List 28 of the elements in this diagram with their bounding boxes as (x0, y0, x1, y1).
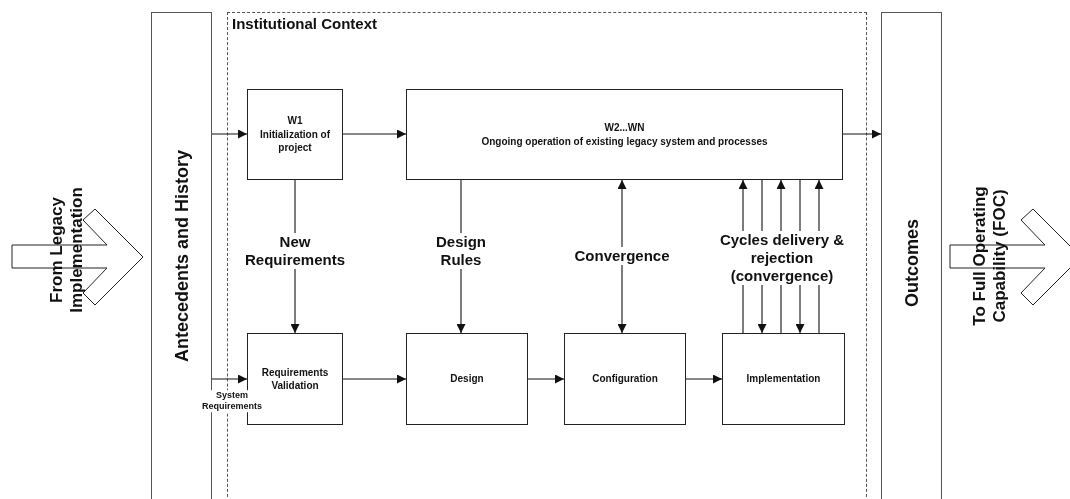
box-text: W1 (287, 114, 303, 128)
arrow (211, 129, 248, 139)
box-text: Implementation (746, 372, 821, 386)
frame-heading: Institutional Context (232, 15, 377, 32)
arrow (617, 179, 627, 334)
box-text: Design (450, 372, 484, 386)
arrow (685, 374, 723, 384)
band-label: Antecedents and History (171, 150, 193, 362)
arrow (342, 129, 407, 139)
arrow (342, 374, 407, 384)
arrow-label: To Full Operating Capability (FOC) (970, 185, 1010, 328)
band-label: Outcomes (901, 219, 923, 307)
edge-label: System Requirements (200, 390, 264, 412)
box-text: W2...WN (604, 121, 645, 135)
box-text: Configuration (592, 372, 658, 386)
box-text: Ongoing operation of existing legacy system and processes (481, 134, 768, 148)
band (881, 12, 942, 499)
arrow-label: From Legacy Implementation (47, 186, 87, 315)
box-text: Initialization of project (259, 127, 331, 155)
process-box (722, 333, 845, 425)
box-text: Requirements Validation (260, 365, 330, 393)
process-box (247, 89, 343, 180)
process-box (406, 89, 843, 180)
process-box (564, 333, 686, 425)
arrow (527, 374, 565, 384)
process-box (406, 333, 528, 425)
arrow (842, 129, 882, 139)
arrow (211, 374, 248, 384)
